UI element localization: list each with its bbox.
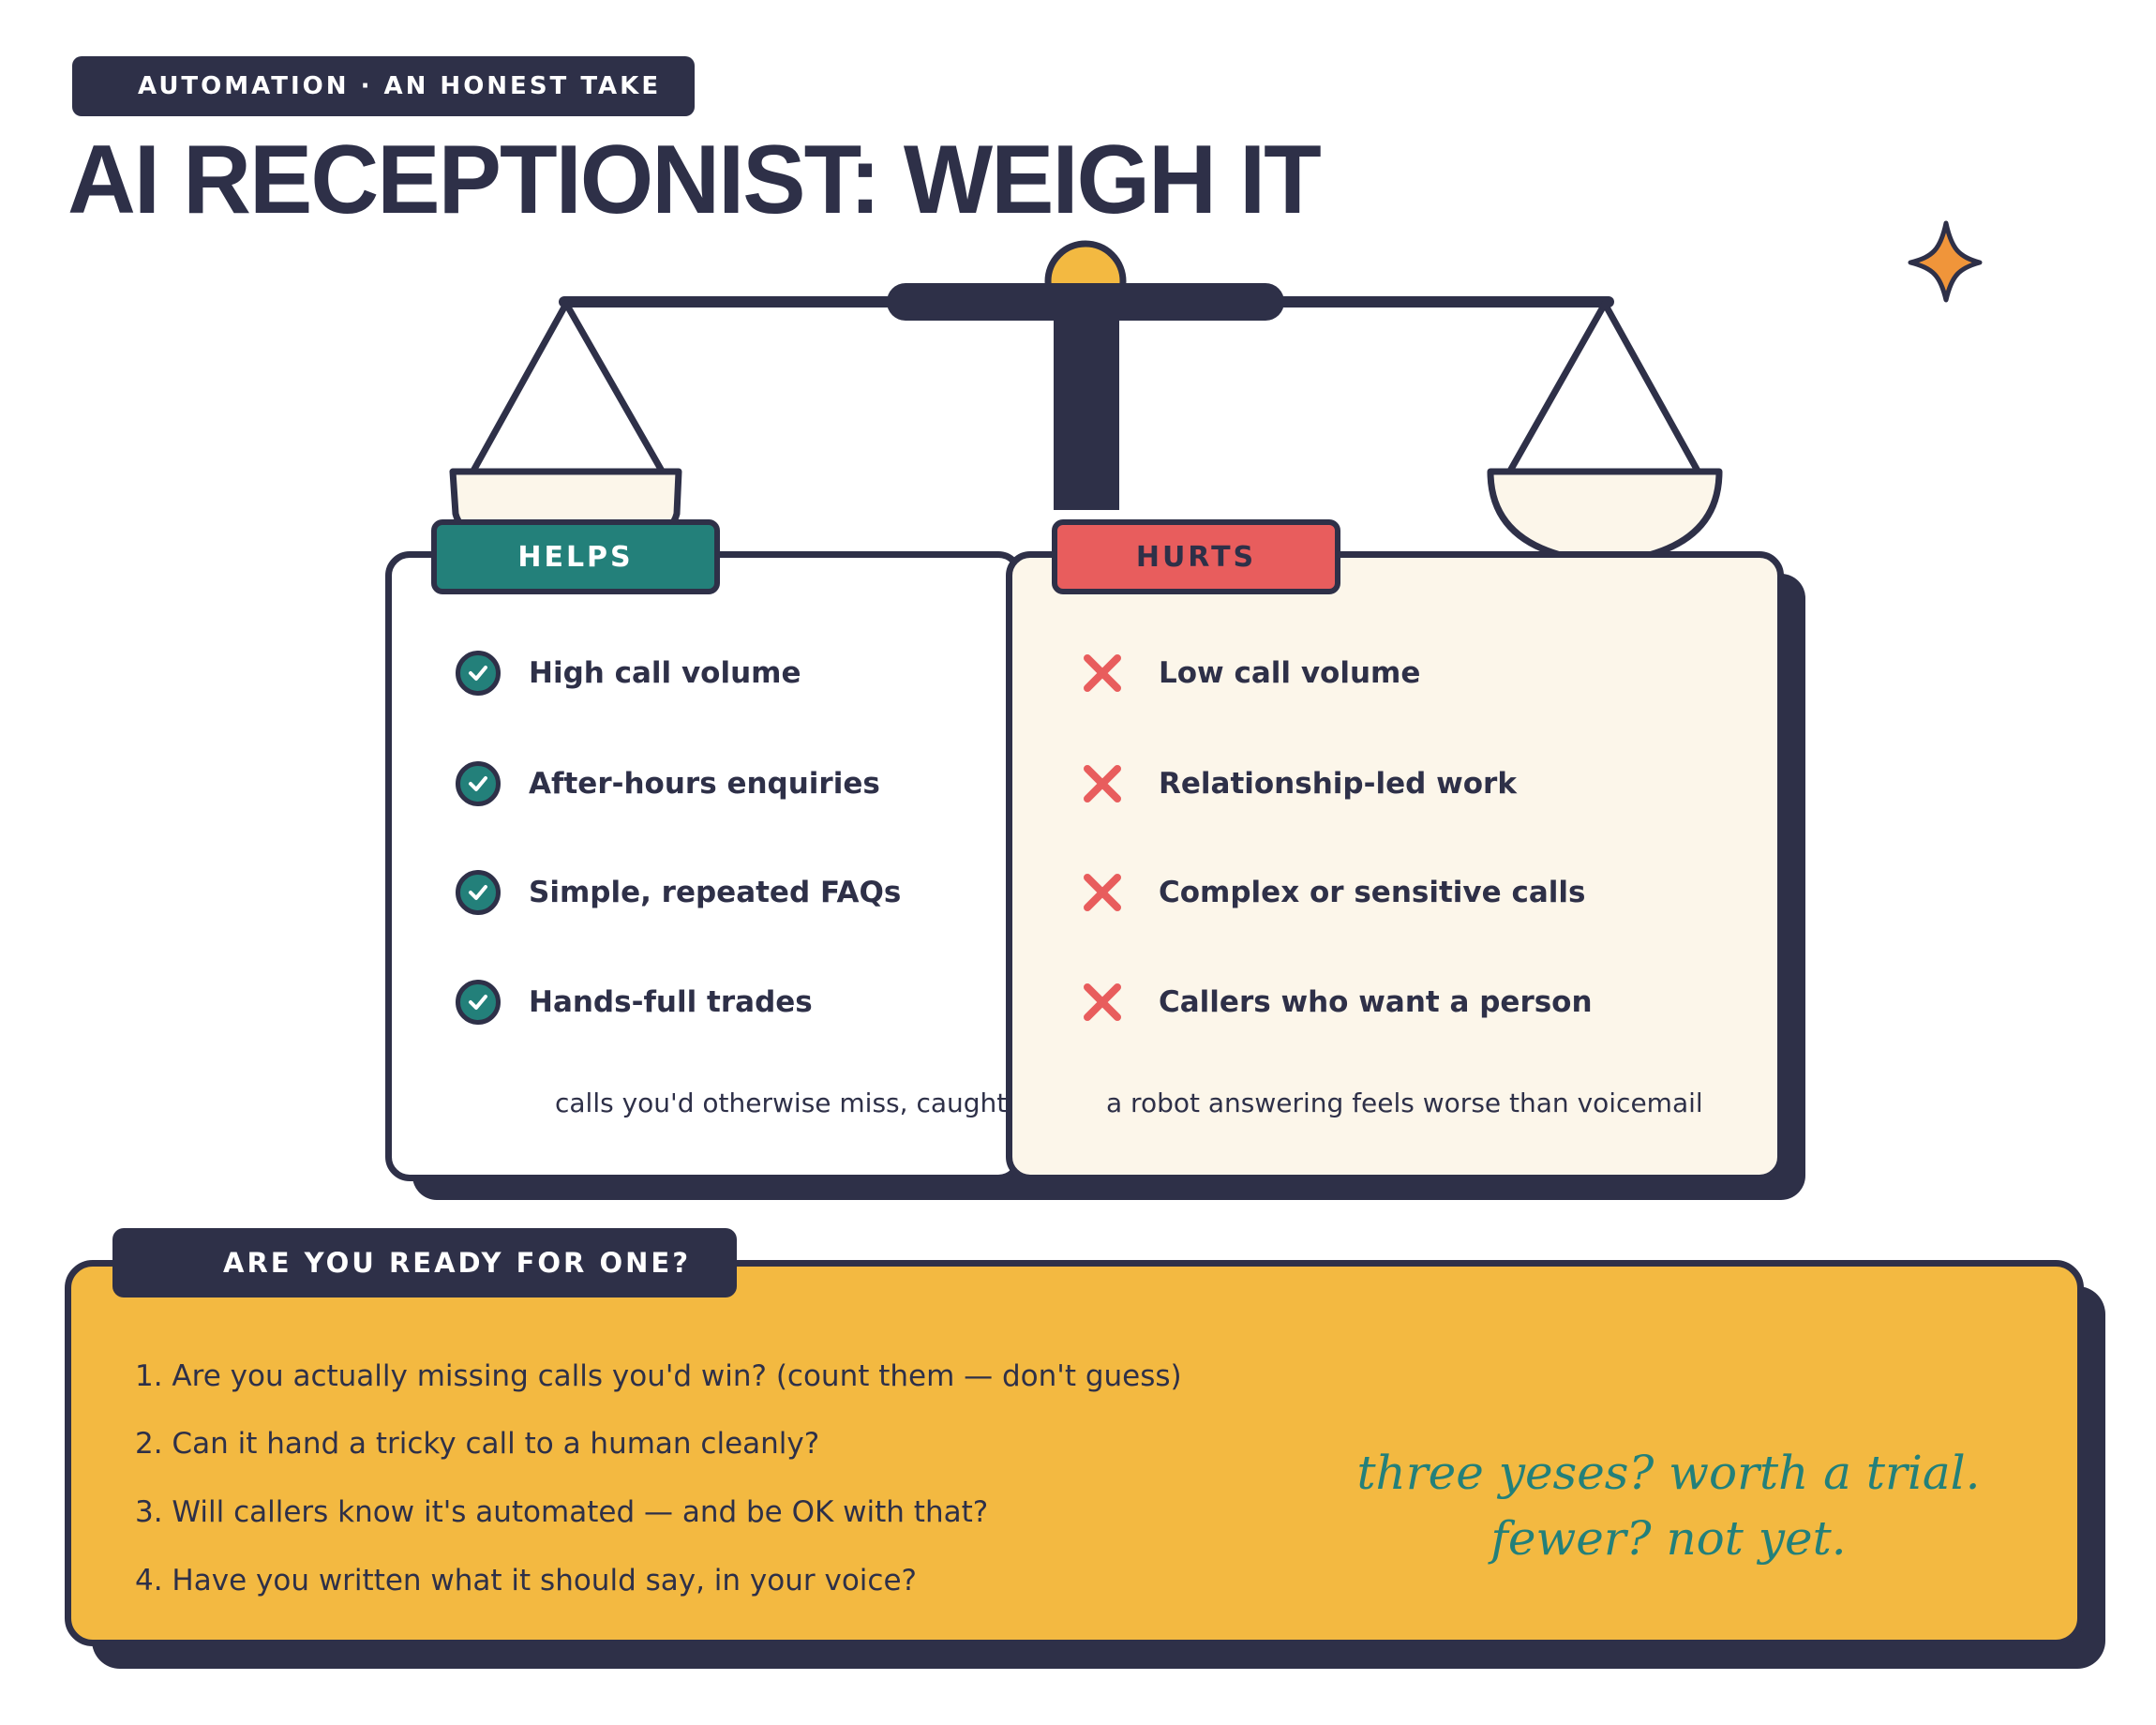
hurts-item-label: Low call volume (1159, 656, 1421, 690)
check-circle-icon (456, 870, 501, 915)
eyebrow-label: AUTOMATION · AN HONEST TAKE (72, 56, 695, 116)
helps-tab: HELPS (431, 519, 720, 594)
readiness-question: 2. Can it hand a tricky call to a human … (135, 1427, 820, 1461)
helps-note: calls you'd otherwise miss, caught (555, 1088, 1008, 1118)
readiness-card (65, 1260, 2084, 1646)
verdict-line: fewer? not yet. (1490, 1511, 1847, 1566)
hurts-item: Callers who want a person (1080, 974, 1593, 1030)
hurts-item: Complex or sensitive calls (1080, 864, 1585, 921)
readiness-question: 3. Will callers know it's automated — an… (135, 1495, 989, 1529)
page-title: AI RECEPTIONIST: WEIGH IT (67, 126, 1322, 234)
right-string (1505, 300, 1609, 476)
hurts-item-label: Callers who want a person (1159, 985, 1593, 1019)
readiness-tab: ARE YOU READY FOR ONE? (112, 1228, 737, 1298)
scale-center-bar (887, 283, 1284, 321)
hurts-item: Low call volume (1080, 645, 1420, 701)
scale-post (1054, 309, 1119, 510)
hurts-item: Relationship-led work (1080, 756, 1517, 812)
right-string (1601, 300, 1702, 476)
left-string (469, 300, 570, 476)
left-string (562, 300, 666, 476)
helps-item-label: High call volume (529, 656, 801, 690)
x-icon (1080, 651, 1125, 696)
helps-item: Simple, repeated FAQs (456, 864, 901, 921)
helps-item-label: After-hours enquiries (529, 767, 880, 801)
check-circle-icon (456, 980, 501, 1025)
x-icon (1080, 980, 1125, 1025)
verdict-note: three yeses? worth a trial. fewer? not y… (1312, 1440, 2025, 1571)
readiness-question: 4. Have you written what it should say, … (135, 1564, 917, 1598)
x-icon (1080, 761, 1125, 806)
verdict-line: three yeses? worth a trial. (1356, 1446, 1981, 1500)
check-circle-icon (456, 761, 501, 806)
x-icon (1080, 870, 1125, 915)
hurts-card (1006, 551, 1784, 1181)
check-circle-icon (456, 651, 501, 696)
hurts-note: a robot answering feels worse than voice… (1106, 1088, 1703, 1118)
hurts-item-label: Complex or sensitive calls (1159, 876, 1586, 909)
hurts-tab: HURTS (1052, 519, 1340, 594)
sparkle-star-icon (1908, 220, 1983, 303)
helps-item: Hands-full trades (456, 974, 813, 1030)
right-pan (1487, 468, 1723, 566)
helps-item-label: Hands-full trades (529, 985, 813, 1019)
helps-item: High call volume (456, 645, 801, 701)
readiness-question: 1. Are you actually missing calls you'd … (135, 1359, 1182, 1393)
helps-item-label: Simple, repeated FAQs (529, 876, 902, 909)
helps-item: After-hours enquiries (456, 756, 880, 812)
hurts-item-label: Relationship-led work (1159, 767, 1517, 801)
